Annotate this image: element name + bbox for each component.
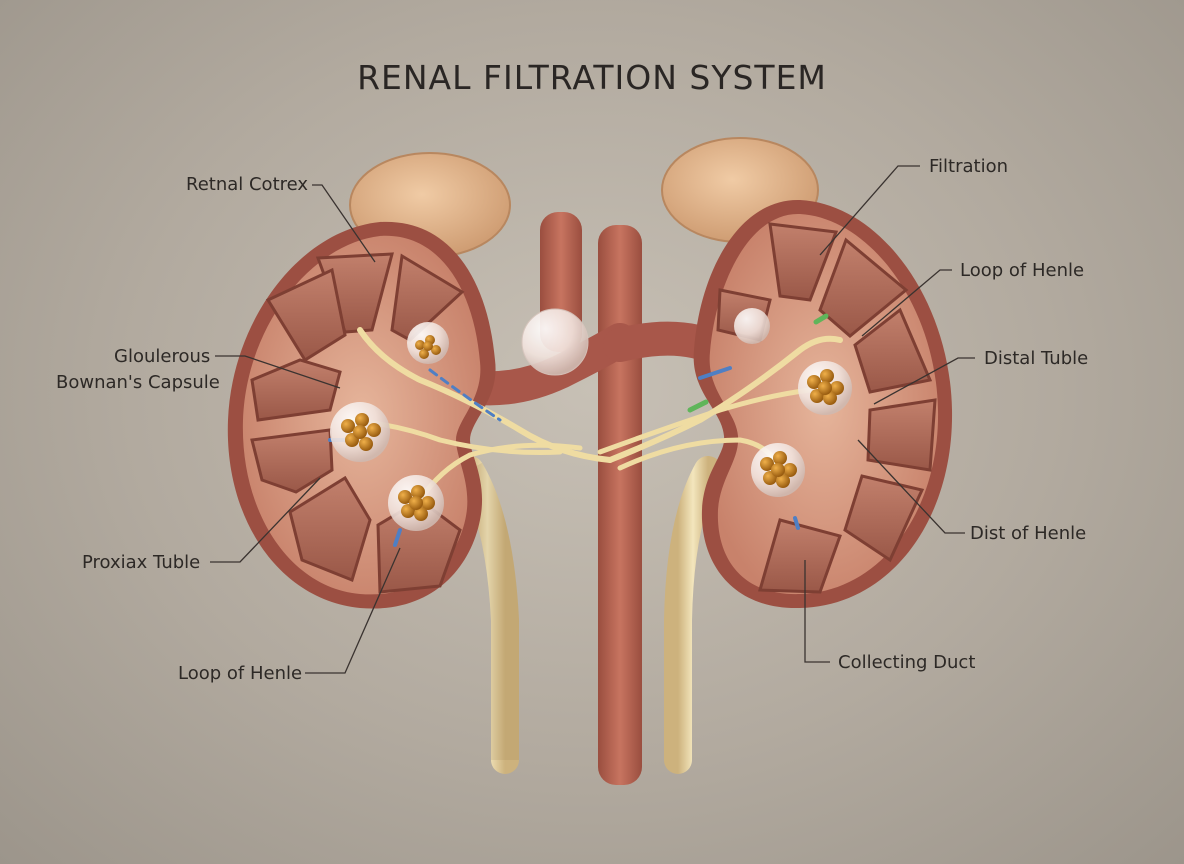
filtrate-bubble [522, 309, 588, 375]
glomerulus-right-1 [734, 308, 770, 344]
glomerulus-left-2 [330, 402, 390, 462]
glomerulus-right-2 [798, 361, 852, 415]
ureters [470, 470, 708, 760]
label-renal-cortex: Retnal Cotrex [186, 174, 308, 195]
kidney-right [600, 200, 952, 608]
label-glomerulus: Gloulerous [114, 346, 210, 367]
glomerulus-right-3 [751, 443, 805, 497]
label-proximal-tubule: Proxiax Tuble [82, 552, 200, 573]
label-filtration: Filtration [929, 156, 1008, 177]
label-dist-of-henle: Dist of Henle [970, 523, 1086, 544]
aorta [598, 225, 642, 785]
glomerulus-left-1 [407, 322, 449, 364]
label-loop-of-henle-right: Loop of Henle [960, 260, 1084, 281]
label-bowmans-capsule: Bownan's Capsule [56, 372, 220, 393]
glomerulus-left-3 [388, 475, 444, 531]
label-loop-of-henle-left: Loop of Henle [178, 663, 302, 684]
label-distal-tubule: Distal Tuble [984, 348, 1088, 369]
label-collecting-duct: Collecting Duct [838, 652, 975, 673]
